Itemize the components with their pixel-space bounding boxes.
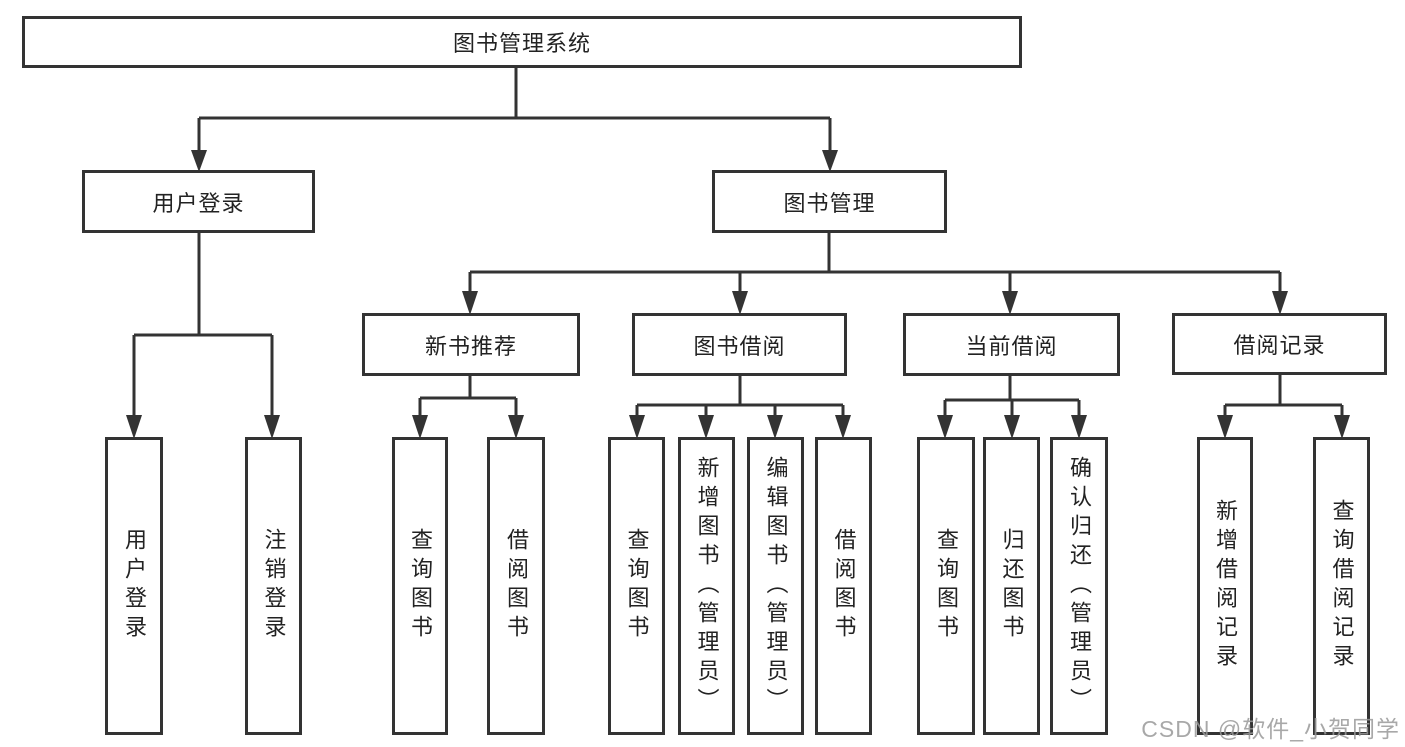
arrowhead — [412, 415, 428, 439]
arrowhead — [732, 291, 748, 315]
arrowhead — [1071, 415, 1087, 439]
leaf-query-books-recommend: 查询图书 — [392, 437, 448, 735]
arrowhead — [1334, 415, 1350, 439]
arrowhead — [1002, 291, 1018, 315]
connector-borrow-records-children — [1217, 375, 1350, 439]
node-book-borrowing: 图书借阅 — [632, 313, 847, 376]
watermark: CSDN @软件_小贺同学 — [1141, 716, 1400, 742]
arrowhead — [767, 415, 783, 439]
arrowhead — [508, 415, 524, 439]
leaf-user-login: 用户登录 — [105, 437, 163, 735]
node-user-login: 用户登录 — [82, 170, 315, 233]
arrowhead — [698, 415, 714, 439]
connector-current-borrow-children — [937, 376, 1087, 439]
node-book-management: 图书管理 — [712, 170, 947, 233]
arrowhead — [462, 291, 478, 315]
leaf-query-borrow-record: 查询借阅记录 — [1313, 437, 1370, 735]
node-current-borrowing: 当前借阅 — [903, 313, 1120, 376]
leaf-logout: 注销登录 — [245, 437, 302, 735]
arrowhead — [835, 415, 851, 439]
leaf-confirm-return-admin: 确认归还（管理员） — [1050, 437, 1108, 735]
leaf-edit-books-admin: 编辑图书（管理员） — [747, 437, 804, 735]
connector-new-book-rec-children — [412, 376, 524, 439]
node-new-book-recommend: 新书推荐 — [362, 313, 580, 376]
leaf-borrow-books-recommend: 借阅图书 — [487, 437, 545, 735]
leaf-add-books-admin: 新增图书（管理员） — [678, 437, 735, 735]
connector-user-login-children — [126, 233, 280, 439]
connector-root-to-level2 — [191, 68, 838, 172]
leaf-borrow-books: 借阅图书 — [815, 437, 872, 735]
arrowhead — [937, 415, 953, 439]
arrowhead — [191, 150, 207, 172]
connector-book-mgmt-children — [462, 233, 1288, 315]
arrowhead — [264, 415, 280, 439]
leaf-return-books: 归还图书 — [983, 437, 1040, 735]
arrowhead — [126, 415, 142, 439]
node-borrow-records: 借阅记录 — [1172, 313, 1387, 375]
leaf-query-books-current: 查询图书 — [917, 437, 975, 735]
arrowhead — [1004, 415, 1020, 439]
arrowhead — [1272, 291, 1288, 315]
arrowhead — [1217, 415, 1233, 439]
arrowhead — [629, 415, 645, 439]
leaf-query-books-borrowing: 查询图书 — [608, 437, 665, 735]
node-root-system: 图书管理系统 — [22, 16, 1022, 68]
arrowhead — [822, 150, 838, 172]
connector-book-borrow-children — [629, 376, 851, 439]
leaf-add-borrow-record: 新增借阅记录 — [1197, 437, 1253, 735]
